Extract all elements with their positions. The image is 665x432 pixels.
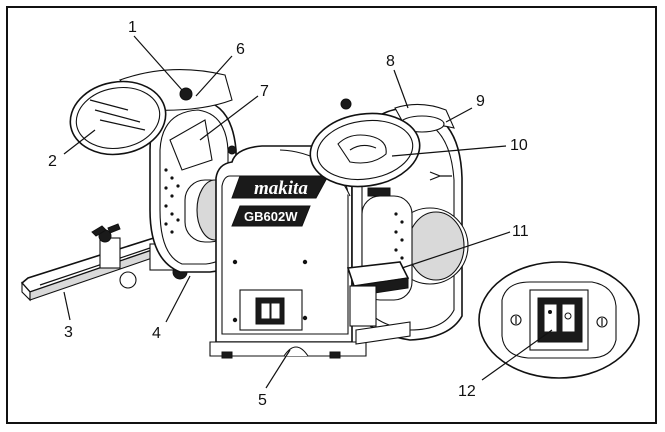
brand-label: makita (254, 178, 308, 199)
right-tool-rest (346, 261, 411, 345)
left-eye-shield (69, 69, 237, 171)
right-eye-shield (309, 98, 421, 197)
callout-12: 12 (458, 383, 476, 400)
callout-labels: 1 2 3 4 5 6 7 8 9 10 11 12 (48, 19, 529, 409)
leader-lines (63, 35, 553, 389)
callout-10: 10 (510, 137, 528, 154)
callout-1: 1 (128, 19, 137, 36)
callout-11: 11 (512, 223, 529, 240)
callout-5: 5 (258, 392, 267, 409)
switch-detail-inset (478, 261, 640, 379)
left-wheel-dots (164, 168, 180, 234)
callout-9: 9 (476, 93, 485, 110)
callout-2: 2 (48, 153, 57, 170)
switch-on-mark-icon (548, 310, 552, 314)
callout-4: 4 (152, 325, 161, 342)
switch-off-mark-icon (564, 312, 572, 320)
callout-8: 8 (386, 53, 395, 70)
model-label: GB602W (244, 209, 298, 224)
motor-housing: makita GB602W (209, 145, 367, 359)
callout-3: 3 (64, 324, 73, 341)
rotation-arrow-icon (429, 171, 452, 181)
model-plate (231, 205, 311, 227)
callout-6: 6 (236, 41, 245, 58)
callout-7: 7 (260, 83, 269, 100)
brand-plate (231, 175, 329, 199)
front-switch-icon (255, 297, 285, 325)
